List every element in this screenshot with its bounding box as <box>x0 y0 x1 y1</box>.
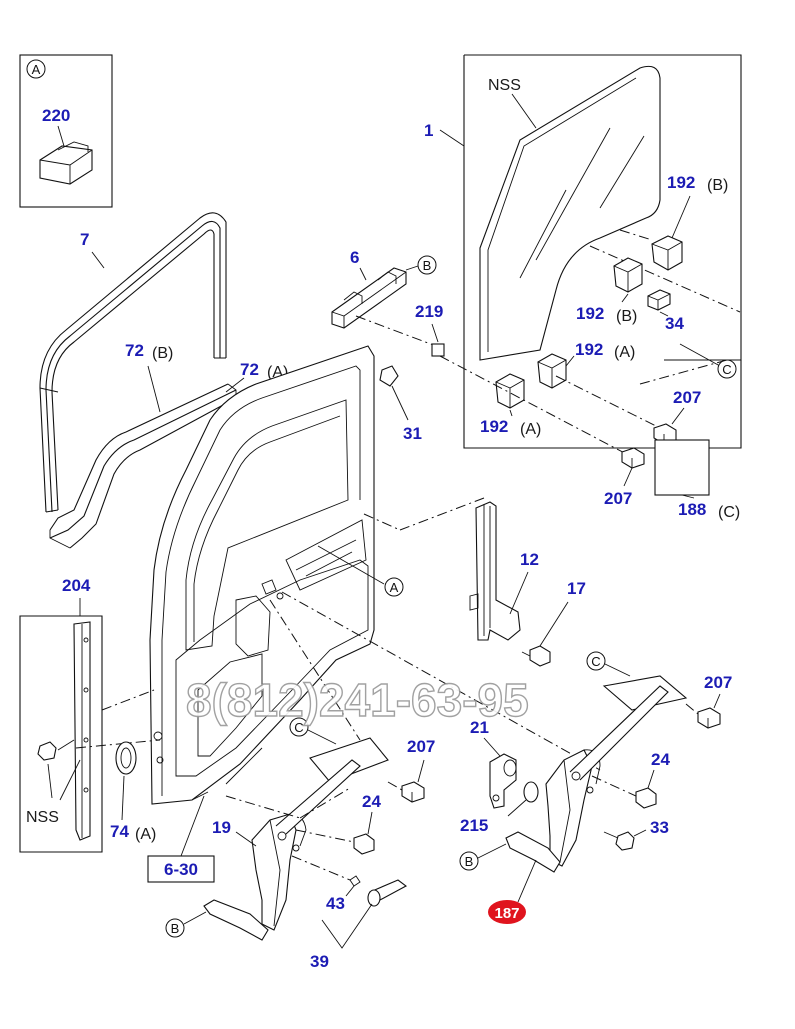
callout-33: 33 <box>650 818 669 837</box>
callout-192-b-2: 192 <box>576 304 604 323</box>
screw-207-d-part <box>697 707 721 729</box>
nss-glass-label: NSS <box>488 77 521 94</box>
callout-188-suffix: (C) <box>718 504 740 521</box>
callout-192-b-1: 192 <box>667 173 695 192</box>
callout-31: 31 <box>403 424 422 443</box>
marker-b-label-3: B <box>465 854 474 869</box>
bracket-192-b-1-part <box>651 235 683 271</box>
channel-6-part <box>331 267 407 329</box>
callout-192-a-1: 192 <box>575 340 603 359</box>
door-glass-part <box>479 65 661 361</box>
callout-72-a: 72 <box>240 360 259 379</box>
screw-207-b-part <box>621 447 645 469</box>
clip-220-part <box>39 141 93 185</box>
bolt-33-part <box>603 831 635 851</box>
weatherstrip-7-part <box>39 212 227 513</box>
phone-watermark: 8(812)241-63-95 <box>186 674 529 726</box>
callout-24-a: 24 <box>362 792 381 811</box>
washer-215-part <box>523 781 539 803</box>
callout-192-a-2: 192 <box>480 417 508 436</box>
channel-12-part <box>469 501 521 641</box>
bolt-24-b-part <box>635 787 657 809</box>
glass-box: 1 NSS C 192 (B) 192 <box>424 54 742 449</box>
bolt-17-part <box>521 645 551 667</box>
marker-b-label-2: B <box>171 921 180 936</box>
grommet-74-part <box>115 741 137 775</box>
callout-207-c: 207 <box>407 737 435 756</box>
marker-a-label: A <box>32 62 41 77</box>
marker-c-label-3: C <box>591 654 600 669</box>
marker-c-circle-3 <box>586 651 606 671</box>
callout-188: 188 <box>678 500 706 519</box>
callout-43: 43 <box>326 894 345 913</box>
marker-b-label-1: B <box>423 258 432 273</box>
callout-17: 17 <box>567 579 586 598</box>
screw-207-c-part <box>401 781 425 803</box>
callout-34: 34 <box>665 314 684 333</box>
marker-c-label-2: C <box>294 720 303 735</box>
marker-a-circle-door <box>384 577 404 597</box>
callout-72-b-suffix: (B) <box>152 345 173 362</box>
handle-39-part <box>367 879 408 907</box>
label-c-right-part <box>602 675 688 711</box>
badge-187 <box>488 900 526 924</box>
marker-b-circle-1 <box>417 255 437 275</box>
callout-19: 19 <box>212 818 231 837</box>
callout-74: 74 <box>110 822 129 841</box>
callout-1: 1 <box>424 121 433 140</box>
marker-c-circle-1 <box>717 359 737 379</box>
label-188-part <box>654 439 710 496</box>
callout-207-d: 207 <box>704 673 732 692</box>
glass-run-72-part <box>49 383 237 549</box>
bracket-192-a-1-part <box>537 353 567 389</box>
door-shell-part <box>149 345 375 805</box>
inset-a-box: A 220 <box>19 54 113 208</box>
callout-192-a-1-suffix: (A) <box>614 344 635 361</box>
screw-nss-part <box>37 741 57 761</box>
callout-192-b-1-suffix: (B) <box>707 177 728 194</box>
ref-box-label: 6-30 <box>164 860 198 879</box>
callout-220: 220 <box>42 106 70 125</box>
callout-24-b: 24 <box>651 750 670 769</box>
regulator-19-part <box>203 759 361 941</box>
marker-a-circle <box>26 59 46 79</box>
callout-215: 215 <box>460 816 488 835</box>
guide-21-part <box>489 753 517 809</box>
callout-207-a: 207 <box>673 388 701 407</box>
callout-74-suffix: (A) <box>135 826 156 843</box>
callout-72-b: 72 <box>125 341 144 360</box>
bracket-192-b-2-part <box>613 257 643 293</box>
washer-43-part <box>349 875 361 887</box>
marker-b-circle-2 <box>165 918 185 938</box>
regulator-187-part <box>505 685 669 873</box>
plug-31-part <box>379 365 399 387</box>
callout-6: 6 <box>350 248 359 267</box>
callout-204: 204 <box>62 576 91 595</box>
label-c-left-part <box>309 737 389 783</box>
clip-219-part <box>431 343 445 357</box>
callout-192-a-2-suffix: (A) <box>520 421 541 438</box>
bracket-192-a-2-part <box>495 373 525 409</box>
rail-204-box: 204 NSS <box>19 576 103 853</box>
callout-187: 187 <box>494 905 519 922</box>
callout-12: 12 <box>520 550 539 569</box>
marker-c-circle-2 <box>289 717 309 737</box>
rail-204-part <box>73 621 91 841</box>
callout-207-b: 207 <box>604 489 632 508</box>
marker-c-label-1: C <box>722 362 731 377</box>
callout-219: 219 <box>415 302 443 321</box>
bolt-24-a-part <box>353 833 375 855</box>
callout-21: 21 <box>470 718 489 737</box>
marker-b-circle-3 <box>459 851 479 871</box>
callout-192-b-2-suffix: (B) <box>616 308 637 325</box>
callout-39: 39 <box>310 952 329 971</box>
nss-rail-label: NSS <box>26 809 59 826</box>
clip-34-part <box>647 289 671 311</box>
callout-7: 7 <box>80 230 89 249</box>
marker-a-label-door: A <box>390 580 399 595</box>
